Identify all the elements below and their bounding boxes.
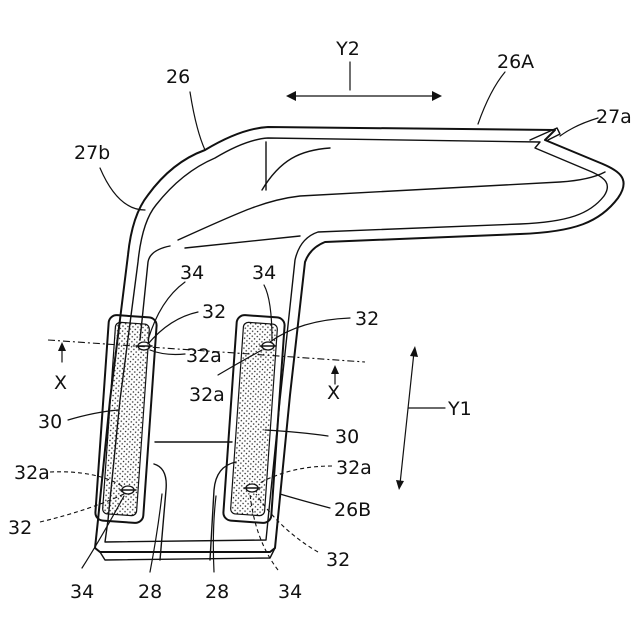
label-30-left: 30 — [38, 411, 62, 433]
leader-28-right — [213, 496, 216, 572]
label-32-lower-left: 32 — [8, 517, 32, 539]
label-30-right: 30 — [335, 426, 359, 448]
label-y2: Y2 — [335, 38, 360, 60]
leader-34-left — [148, 282, 185, 340]
label-y1: Y1 — [447, 398, 472, 420]
label-32-lower-right: 32 — [326, 549, 350, 571]
label-28-right: 28 — [205, 581, 229, 603]
label-27a: 27a — [596, 106, 632, 128]
label-x-left: X — [54, 372, 67, 394]
label-34-lower-left: 34 — [70, 581, 94, 603]
label-32-upper-left: 32 — [202, 301, 226, 323]
label-32a-lower-left: 32a — [14, 462, 50, 484]
leader-32a-lower-right — [258, 466, 332, 484]
label-34-upper-right: 34 — [252, 262, 276, 284]
label-32a-lower-right: 32a — [336, 457, 372, 479]
label-26B: 26B — [334, 499, 371, 521]
leader-26B — [280, 494, 330, 508]
body-outer-outline — [95, 127, 624, 552]
leader-27a — [560, 118, 598, 136]
direction-arrow-y2 — [286, 62, 442, 101]
label-26A: 26A — [497, 51, 534, 73]
body-inner-outline — [105, 138, 607, 542]
leader-30-right — [265, 430, 328, 436]
leader-32-upper-right — [270, 318, 350, 342]
label-32-upper-right: 32 — [355, 308, 379, 330]
label-34-lower-right: 34 — [278, 581, 302, 603]
label-27b: 27b — [74, 142, 110, 164]
leader-26A — [478, 72, 505, 124]
bottom-lip — [100, 548, 275, 560]
label-34-upper-left: 34 — [180, 262, 204, 284]
platform-lower-edge — [185, 236, 300, 248]
label-32a-upper-left: 32a — [186, 345, 222, 367]
platform-front-edge — [178, 172, 605, 240]
label-x-right: X — [327, 382, 340, 404]
label-28-left: 28 — [138, 581, 162, 603]
label-26: 26 — [166, 66, 190, 88]
leader-26 — [190, 92, 205, 150]
section-arrow-left — [58, 342, 66, 362]
direction-arrow-y1 — [396, 346, 445, 490]
leader-27b — [100, 168, 145, 210]
platform-back-edge — [262, 148, 330, 190]
label-32a-upper-right: 32a — [189, 384, 225, 406]
